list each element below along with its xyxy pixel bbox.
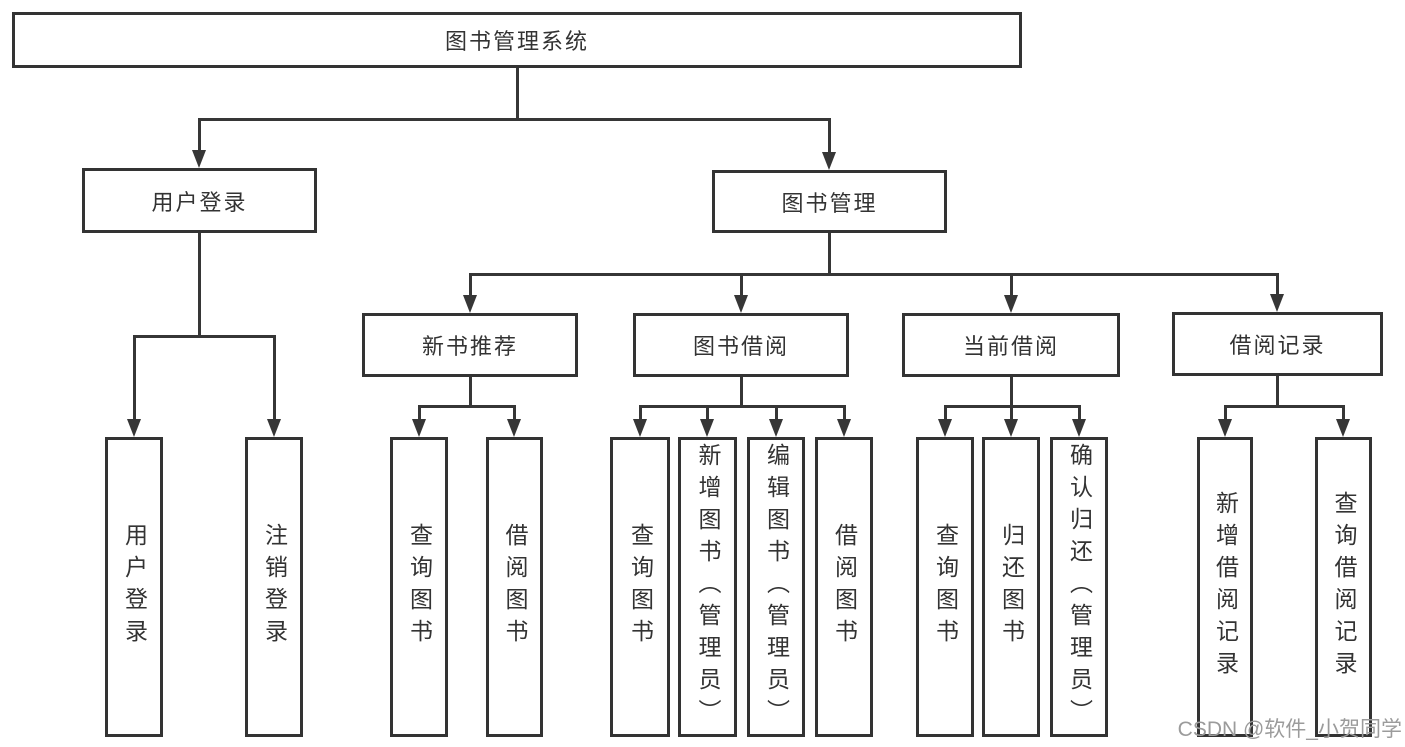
leaf-return-book: 归还图书 [982, 437, 1040, 737]
arrowhead-icon [769, 419, 783, 437]
node-current-borrow: 当前借阅 [902, 313, 1120, 377]
node-library-system: 图书管理系统 [12, 12, 1022, 68]
connector [469, 273, 1279, 276]
connector [513, 405, 516, 423]
connector [198, 233, 201, 335]
connector [418, 405, 421, 423]
leaf-query-books-borrow: 查询图书 [610, 437, 670, 737]
arrowhead-icon [192, 150, 206, 168]
node-label: 编辑图书（管理员） [763, 443, 790, 731]
connector [1276, 273, 1279, 298]
node-label: 查询图书 [627, 523, 654, 651]
node-label: 新书推荐 [421, 334, 518, 359]
connector [133, 335, 276, 338]
leaf-add-borrow-record: 新增借阅记录 [1197, 437, 1253, 737]
arrowhead-icon [1072, 419, 1086, 437]
leaf-edit-book-admin: 编辑图书（管理员） [747, 437, 805, 737]
connector [198, 118, 201, 152]
leaf-query-books-recommend: 查询图书 [390, 437, 448, 737]
arrowhead-icon [507, 419, 521, 437]
arrowhead-icon [412, 419, 426, 437]
connector [706, 405, 709, 423]
node-label: 借阅记录 [1229, 333, 1326, 358]
connector [1010, 405, 1013, 423]
watermark: CSDN @软件_小贺同学 [1177, 718, 1402, 741]
arrowhead-icon [1270, 294, 1284, 312]
connector [843, 405, 846, 423]
connector [516, 68, 519, 118]
arrowhead-icon [1004, 419, 1018, 437]
node-label: 查询借阅记录 [1331, 491, 1357, 683]
connector [740, 273, 743, 299]
leaf-borrow-books-recommend: 借阅图书 [486, 437, 543, 737]
arrowhead-icon [837, 419, 851, 437]
node-label: 借阅图书 [502, 523, 528, 651]
node-label: 查询图书 [932, 523, 959, 651]
leaf-user-login: 用户登录 [105, 437, 163, 737]
connector [1010, 273, 1013, 299]
connector [133, 335, 136, 421]
arrowhead-icon [1218, 419, 1232, 437]
node-label: 归还图书 [998, 523, 1025, 651]
node-label: 图书借阅 [692, 334, 789, 359]
node-label: 确认归还（管理员） [1066, 443, 1093, 731]
connector [469, 377, 472, 405]
connector [828, 233, 831, 273]
arrowhead-icon [267, 419, 281, 437]
node-user-login: 用户登录 [82, 168, 317, 233]
arrowhead-icon [700, 419, 714, 437]
connector [198, 118, 831, 121]
connector [944, 405, 947, 423]
node-label: 图书管理系统 [444, 29, 589, 54]
node-label: 用户登录 [121, 523, 148, 651]
node-label: 借阅图书 [831, 523, 858, 651]
arrowhead-icon [822, 152, 836, 170]
connector [1078, 405, 1081, 423]
node-label: 注销登录 [261, 523, 288, 651]
connector [740, 377, 743, 405]
arrowhead-icon [127, 419, 141, 437]
connector [1276, 376, 1279, 405]
connector [828, 118, 831, 154]
node-new-book-recommend: 新书推荐 [362, 313, 578, 377]
connector [639, 405, 846, 408]
arrowhead-icon [1004, 295, 1018, 313]
arrowhead-icon [734, 295, 748, 313]
leaf-confirm-return-admin: 确认归还（管理员） [1050, 437, 1108, 737]
node-label: 新增借阅记录 [1212, 491, 1239, 683]
node-borrow-records: 借阅记录 [1172, 312, 1383, 376]
connector [1224, 405, 1345, 408]
connector [1010, 377, 1013, 405]
leaf-logout: 注销登录 [245, 437, 303, 737]
leaf-query-borrow-record: 查询借阅记录 [1315, 437, 1372, 737]
leaf-query-books-current: 查询图书 [916, 437, 974, 737]
node-label: 当前借阅 [962, 334, 1059, 359]
arrowhead-icon [938, 419, 952, 437]
node-book-borrow: 图书借阅 [633, 313, 849, 377]
leaf-borrow-books: 借阅图书 [815, 437, 873, 737]
connector [1342, 405, 1345, 423]
arrowhead-icon [463, 295, 477, 313]
node-label: 用户登录 [151, 189, 248, 215]
connector [775, 405, 778, 423]
arrowhead-icon [633, 419, 647, 437]
connector [469, 273, 472, 299]
connector [1224, 405, 1227, 423]
node-book-management: 图书管理 [712, 170, 947, 233]
node-label: 图书管理 [781, 190, 878, 216]
connector [418, 405, 516, 408]
connector [273, 335, 276, 421]
connector [639, 405, 642, 423]
node-label: 新增图书（管理员） [695, 443, 721, 731]
leaf-add-book-admin: 新增图书（管理员） [678, 437, 737, 737]
arrowhead-icon [1336, 419, 1350, 437]
node-label: 查询图书 [406, 523, 433, 651]
